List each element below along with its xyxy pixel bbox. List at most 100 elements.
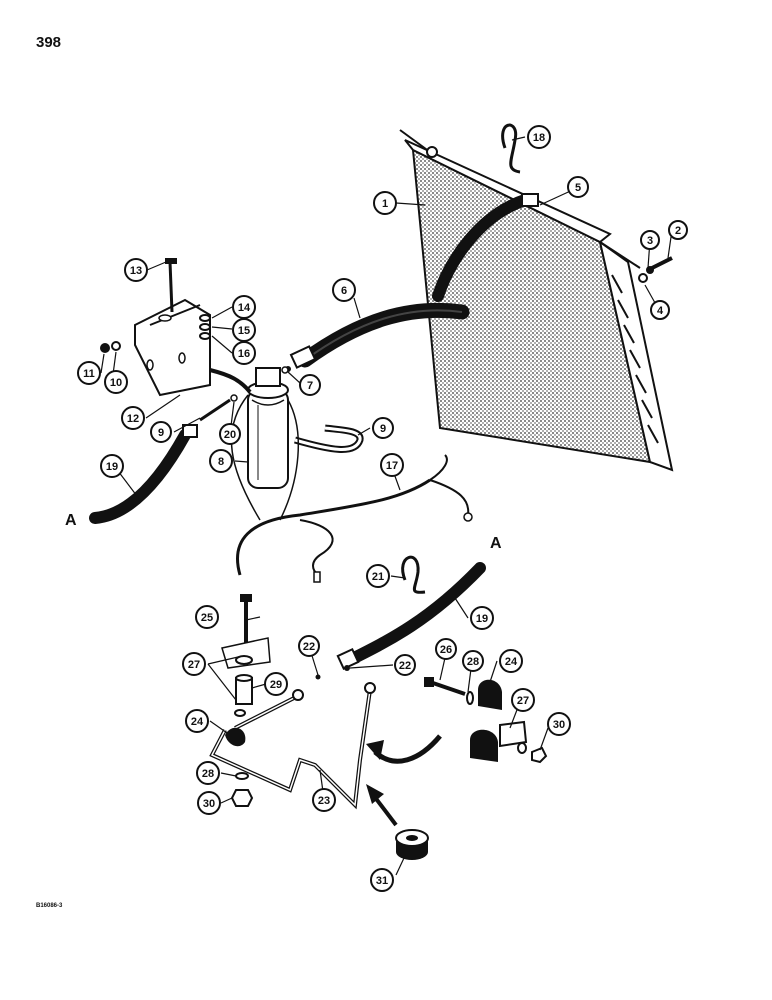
svg-text:26: 26	[440, 644, 452, 656]
svg-text:16: 16	[238, 348, 250, 360]
callout-6: 6	[332, 278, 356, 302]
svg-text:27: 27	[517, 695, 529, 707]
callout-1: 1	[373, 191, 397, 215]
connector-label-a-left: A	[65, 512, 77, 529]
o-ring-fittings	[230, 366, 289, 402]
figure-code: B16086-3	[36, 903, 63, 909]
callout-20: 20	[219, 423, 241, 445]
svg-text:1: 1	[382, 198, 388, 210]
svg-text:22: 22	[399, 660, 411, 672]
callout-group: 1 2 3 4 5 6 7 8 9 9 10 11 12 13 14 15 16…	[77, 125, 688, 892]
svg-text:24: 24	[191, 716, 204, 728]
svg-text:3: 3	[647, 235, 653, 247]
callout-13: 13	[124, 258, 148, 282]
bolt-assembly-25	[221, 594, 271, 717]
callout-24-left: 24	[185, 709, 209, 733]
svg-text:27: 27	[188, 659, 200, 671]
callout-23: 23	[312, 788, 336, 812]
svg-text:30: 30	[553, 719, 565, 731]
direction-arrow-straight	[366, 784, 398, 827]
svg-text:14: 14	[238, 302, 251, 314]
callout-8: 8	[209, 449, 233, 473]
svg-text:8: 8	[218, 456, 224, 468]
svg-text:19: 19	[476, 613, 488, 625]
page-number: 398	[36, 34, 62, 51]
callout-28-right: 28	[462, 650, 484, 672]
svg-text:24: 24	[505, 656, 518, 668]
callout-26: 26	[435, 638, 457, 660]
callout-3: 3	[640, 230, 660, 250]
svg-text:25: 25	[201, 612, 213, 624]
svg-text:23: 23	[318, 795, 330, 807]
callout-19-left: 19	[100, 454, 124, 478]
svg-text:19: 19	[106, 461, 118, 473]
callout-11: 11	[77, 361, 101, 385]
callout-2: 2	[668, 220, 688, 240]
grommet	[395, 829, 429, 860]
callout-15: 15	[232, 318, 256, 342]
connector-label-a-right: A	[490, 535, 502, 552]
callout-22-right: 22	[394, 654, 416, 676]
callout-5: 5	[567, 176, 589, 198]
svg-text:6: 6	[341, 285, 347, 297]
svg-text:28: 28	[467, 656, 479, 668]
callout-31: 31	[370, 868, 394, 892]
mounting-hardware-2-4	[638, 256, 673, 283]
wiring-harness	[230, 394, 473, 583]
strap-clamp-18	[501, 123, 521, 174]
callout-9-bracket: 9	[150, 421, 172, 443]
callout-16: 16	[232, 341, 256, 365]
callout-19-right: 19	[470, 606, 494, 630]
svg-text:11: 11	[83, 368, 95, 380]
callout-9-hose: 9	[372, 417, 394, 439]
callout-24-right: 24	[499, 649, 523, 673]
drier-hose-u	[294, 424, 364, 453]
callout-4: 4	[650, 300, 670, 320]
callout-7: 7	[299, 374, 321, 396]
callout-18: 18	[527, 125, 551, 149]
svg-text:5: 5	[575, 182, 581, 194]
svg-text:30: 30	[203, 798, 215, 810]
svg-text:22: 22	[303, 641, 315, 653]
callout-30-left: 30	[197, 791, 221, 815]
callout-22-left: 22	[298, 635, 320, 657]
callout-10: 10	[104, 370, 128, 394]
svg-text:17: 17	[386, 460, 398, 472]
suction-hose-right	[336, 562, 486, 671]
callout-25: 25	[195, 605, 219, 629]
svg-text:28: 28	[202, 768, 214, 780]
svg-text:29: 29	[270, 679, 282, 691]
callout-14: 14	[232, 295, 256, 319]
washer-stack-14-16	[199, 314, 211, 340]
svg-text:2: 2	[675, 225, 681, 237]
receiver-drier	[209, 367, 289, 489]
callout-21: 21	[366, 564, 390, 588]
callout-28-left: 28	[196, 761, 220, 785]
svg-text:12: 12	[127, 413, 139, 425]
svg-text:18: 18	[533, 132, 545, 144]
leader-lines	[100, 136, 673, 876]
svg-text:10: 10	[110, 377, 122, 389]
svg-text:31: 31	[376, 875, 388, 887]
strap-clamp-21	[401, 555, 426, 594]
svg-text:20: 20	[224, 429, 236, 441]
svg-text:15: 15	[238, 325, 250, 337]
nut-washer-10-11	[100, 341, 121, 353]
callout-27-right: 27	[511, 688, 535, 712]
svg-text:9: 9	[158, 427, 164, 439]
condenser-hose	[432, 193, 539, 302]
svg-text:9: 9	[380, 423, 386, 435]
svg-text:4: 4	[657, 305, 664, 317]
clamp-assembly-right	[424, 677, 548, 764]
callout-12: 12	[121, 406, 145, 430]
svg-text:7: 7	[307, 380, 313, 392]
suction-hose-left	[89, 398, 231, 524]
callout-30-right: 30	[547, 712, 571, 736]
callout-17: 17	[380, 453, 404, 477]
svg-text:21: 21	[372, 571, 384, 583]
discharge-hose	[285, 302, 470, 372]
callout-27-left: 27	[182, 652, 206, 676]
receiver-bracket	[134, 258, 211, 397]
